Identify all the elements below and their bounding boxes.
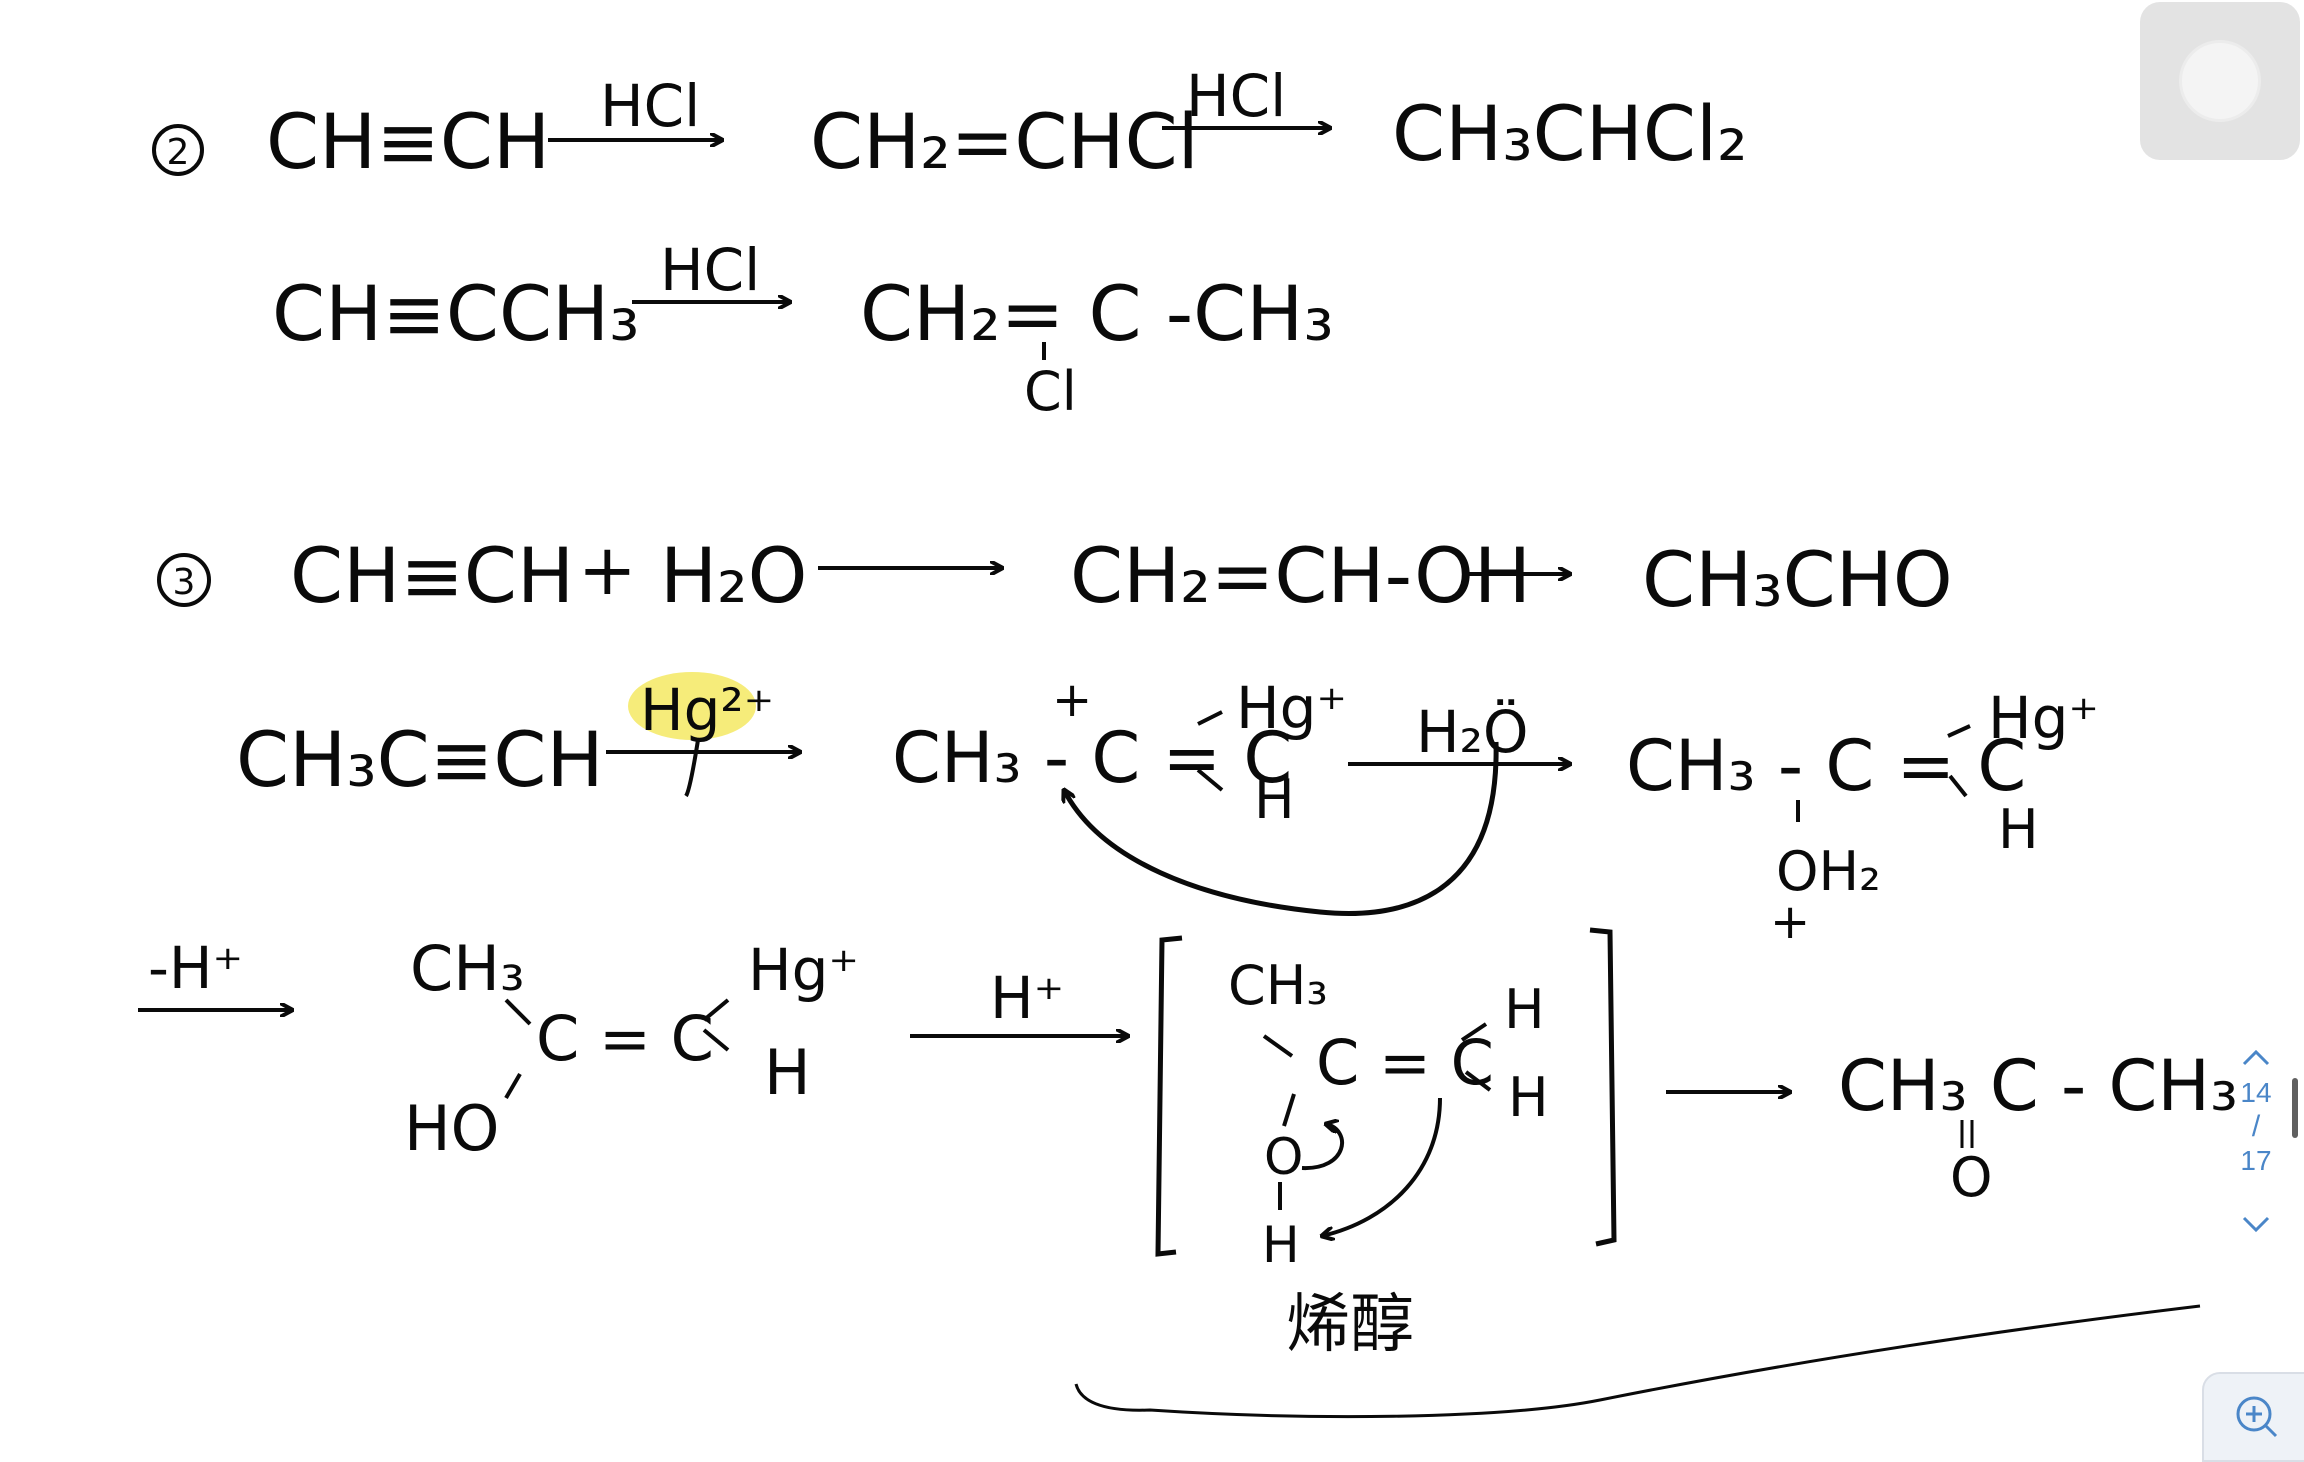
deprotonation-label: -H⁺ bbox=[148, 934, 243, 1002]
chloro-substituent: Cl bbox=[1024, 360, 1077, 423]
zoom-in-icon bbox=[2236, 1396, 2278, 1438]
bracket-right bbox=[1589, 927, 1617, 1247]
reagent-hcl-1: HCl bbox=[600, 72, 700, 140]
enol-ho: HO bbox=[404, 1092, 499, 1165]
catalyst-highlight bbox=[628, 672, 756, 740]
bracket-h: H bbox=[1262, 1216, 1300, 1274]
bracket-ch3-bond bbox=[1262, 1034, 1294, 1058]
acetone-o: O bbox=[1950, 1146, 1993, 1209]
total-page-number: 17 bbox=[2240, 1145, 2272, 1176]
enol-ho-bond bbox=[504, 1072, 522, 1100]
vinyl-alcohol: CH₂=CH-OH bbox=[1070, 531, 1531, 620]
scrollbar-thumb[interactable] bbox=[2292, 1078, 2298, 1138]
propyne-2: CH₃C≡CH bbox=[236, 715, 604, 804]
step-2-marker-circle bbox=[152, 124, 204, 176]
enol-cc: C = C bbox=[536, 1002, 714, 1075]
bracket-left bbox=[1155, 935, 1183, 1257]
oh2-group: OH₂ bbox=[1776, 840, 1881, 903]
catalyst-hg: Hg²⁺ bbox=[640, 676, 774, 744]
step-3-marker-circle bbox=[157, 553, 211, 607]
adduct-h-bond bbox=[1948, 774, 1968, 798]
underline-stroke bbox=[1074, 1304, 2201, 1419]
bracket-h2-bond bbox=[1464, 1070, 1492, 1092]
bracket-h2: H bbox=[1508, 1066, 1549, 1129]
adduct-hg: Hg⁺ bbox=[1988, 684, 2099, 752]
step-3-section: 3 CH≡CH + H₂O CH₂=CH-OH CH₃CHO CH₃C≡CH H… bbox=[138, 529, 2238, 1419]
acetaldehyde: CH₃CHO bbox=[1642, 535, 1953, 624]
current-page-number: 14 bbox=[2240, 1077, 2272, 1108]
plus-sign: + bbox=[578, 529, 637, 611]
step-2-marker: 2 bbox=[167, 132, 190, 173]
acetylene-2: CH≡CH bbox=[290, 531, 574, 620]
water: H₂O bbox=[660, 531, 807, 620]
prev-page-button[interactable] bbox=[2216, 1040, 2296, 1076]
enol-ch3-bond bbox=[504, 998, 532, 1026]
oh2-charge: + bbox=[1770, 894, 1810, 950]
reagent-hcl-2: HCl bbox=[1186, 62, 1286, 130]
enol-h-bond bbox=[702, 1028, 730, 1052]
curved-arrow-h bbox=[1322, 1097, 1442, 1236]
enol-ch3: CH₃ bbox=[410, 932, 525, 1005]
step-3-marker: 3 bbox=[173, 562, 196, 603]
bracket-ch3: CH₃ bbox=[1228, 954, 1328, 1017]
vinyl-cation: CH₃ - C = C bbox=[892, 717, 1292, 799]
floating-button-knob bbox=[2179, 40, 2261, 122]
cation-h: H bbox=[1254, 768, 1295, 831]
next-page-button[interactable] bbox=[2216, 1206, 2296, 1242]
step-2-section: 2 CH≡CH HCl CH₂=CHCl HCl CH₃CHCl₂ CH≡CCH… bbox=[152, 62, 1748, 423]
enol-hg: Hg⁺ bbox=[748, 936, 859, 1004]
enol-h: H bbox=[764, 1036, 811, 1109]
catalyst-stroke bbox=[684, 739, 700, 798]
cation-charge: + bbox=[1052, 672, 1092, 728]
acetylene: CH≡CH bbox=[266, 97, 550, 186]
floating-action-button[interactable] bbox=[2140, 2, 2300, 160]
bracket-o: O bbox=[1264, 1128, 1303, 1186]
propyne: CH≡CCH₃ bbox=[272, 269, 640, 358]
page-navigator: 14 / 17 bbox=[2216, 1040, 2296, 1300]
curved-arrow-o bbox=[1301, 1124, 1344, 1171]
dichloroethane: CH₃CHCl₂ bbox=[1392, 89, 1748, 178]
chloropropene: CH₂= C -CH₃ bbox=[860, 269, 1334, 358]
adduct-h: H bbox=[1998, 798, 2039, 861]
chevron-up-icon bbox=[2242, 1049, 2270, 1066]
reagent-hcl-3: HCl bbox=[660, 236, 760, 304]
bracket-h1: H bbox=[1504, 978, 1545, 1041]
oxonium-adduct: CH₃ - C = C bbox=[1626, 725, 2026, 807]
h-bond bbox=[1196, 768, 1224, 792]
bracket-h1-bond bbox=[1460, 1022, 1488, 1042]
water-nucleophile: H₂Ö bbox=[1416, 698, 1529, 766]
curved-arrow-attack bbox=[1064, 741, 1499, 916]
cation-hg: Hg⁺ bbox=[1236, 674, 1347, 742]
enol-label: 烯醇 bbox=[1286, 1288, 1414, 1362]
vinyl-chloride: CH₂=CHCl bbox=[810, 97, 1199, 186]
page-separator: / bbox=[2251, 1110, 2261, 1143]
enol-hg-bond bbox=[702, 998, 730, 1022]
adduct-hg-bond bbox=[1947, 724, 1971, 738]
acid-label: H⁺ bbox=[990, 964, 1064, 1032]
chevron-down-icon bbox=[2242, 1216, 2270, 1233]
zoom-button[interactable] bbox=[2202, 1372, 2304, 1462]
acetone: CH₃ C - CH₃ bbox=[1838, 1045, 2238, 1127]
bracket-co-bond bbox=[1282, 1093, 1296, 1127]
hg-bond bbox=[1197, 710, 1223, 726]
